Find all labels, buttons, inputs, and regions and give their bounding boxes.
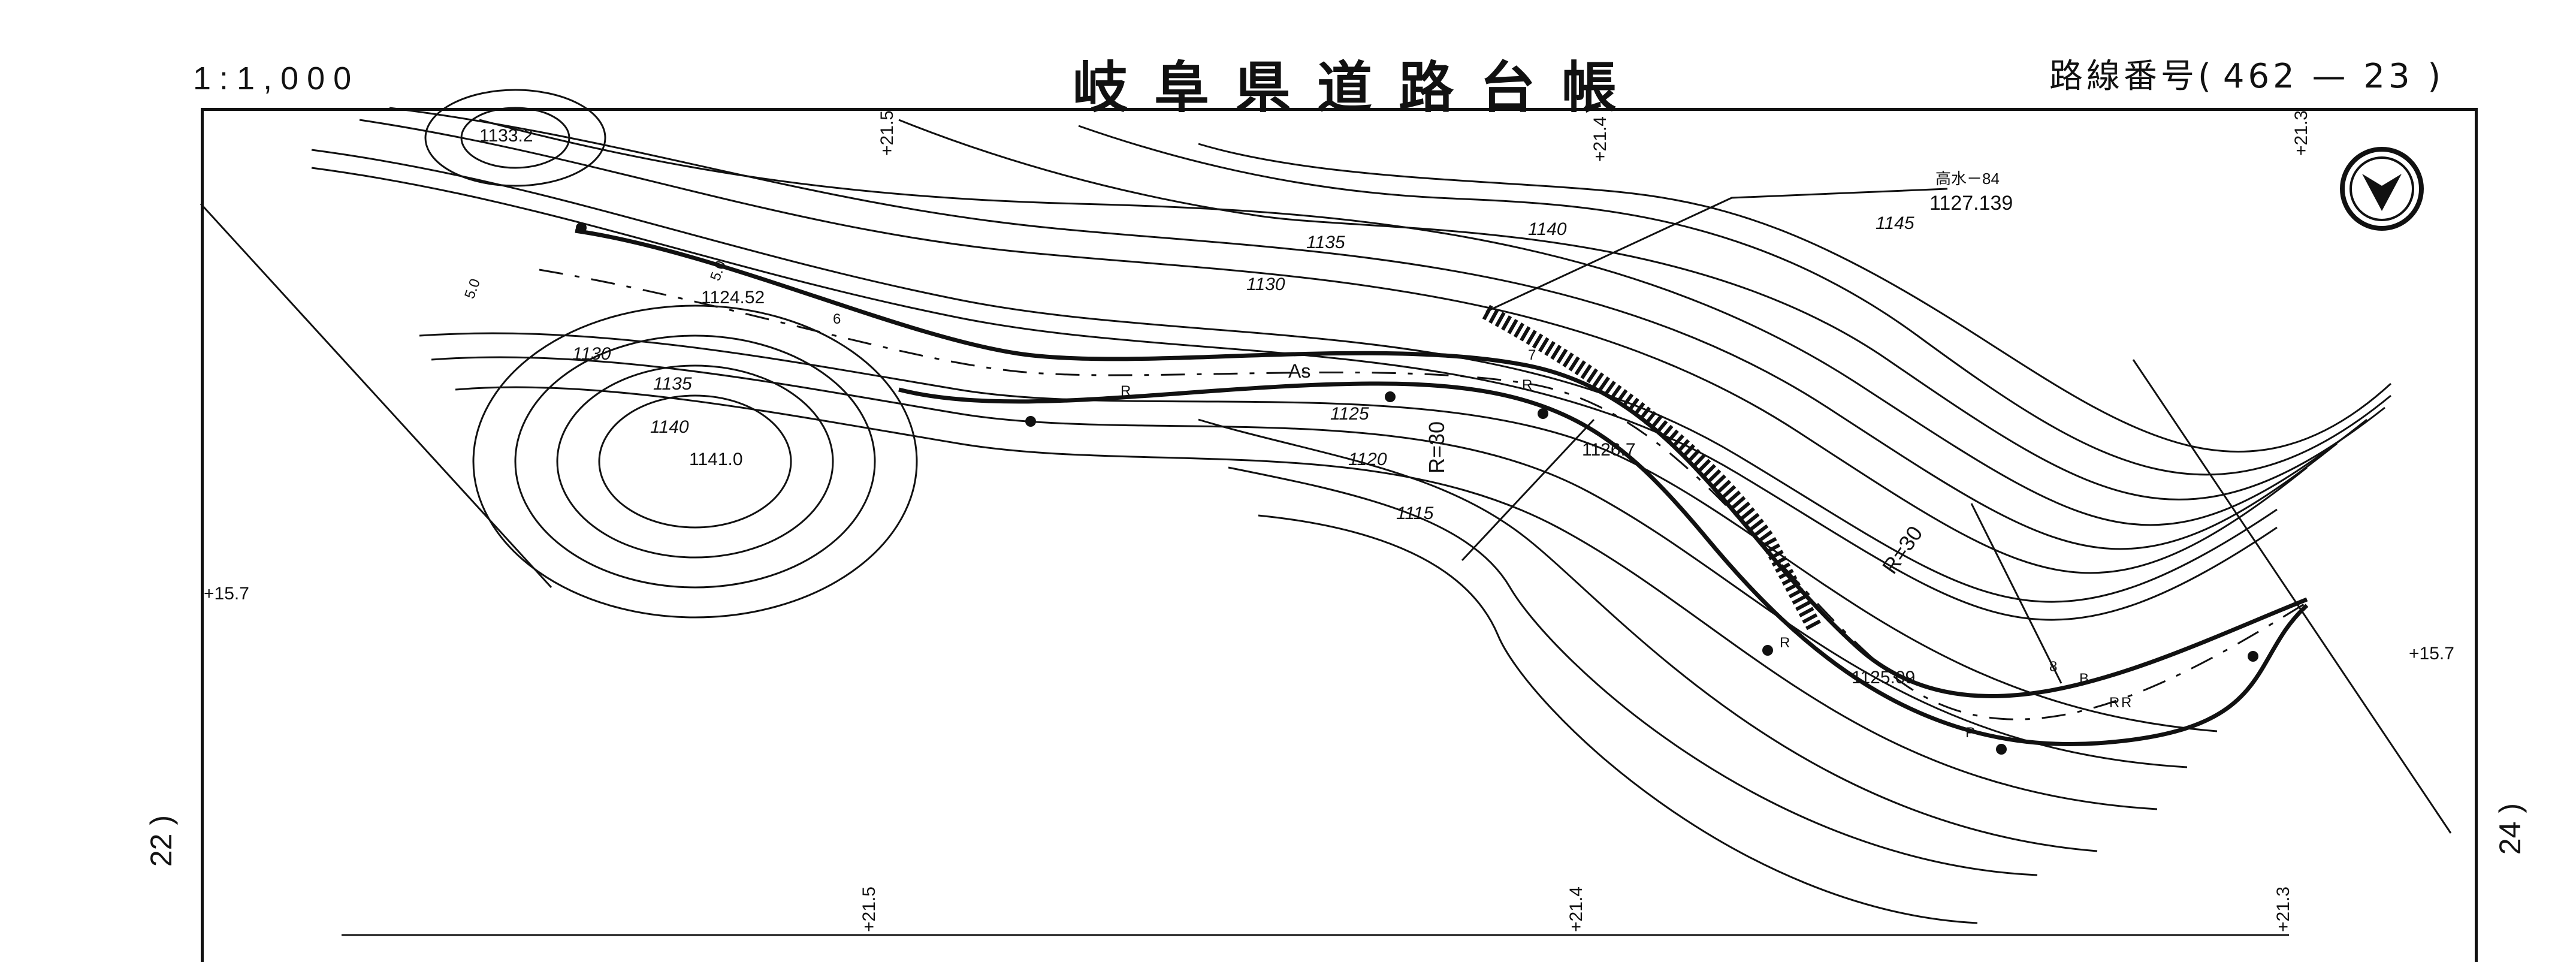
survey-points bbox=[576, 222, 2258, 755]
contour-label: 1140 bbox=[650, 417, 689, 437]
contour-label: 1130 bbox=[572, 344, 611, 364]
road-mark: 5.0 bbox=[461, 276, 484, 301]
road-mark: P bbox=[1965, 725, 1975, 741]
topographic-map: 1133.2 1124.52 1141.0 1126.7 1125.09 113… bbox=[200, 89, 2454, 936]
curve-radius-label: R=30 bbox=[1424, 421, 1449, 474]
road-mark: R bbox=[1780, 635, 1790, 651]
benchmark-value: 1127.139 bbox=[1929, 192, 2013, 215]
contour-label: 1135 bbox=[1306, 233, 1345, 252]
benchmark-leader bbox=[1485, 188, 1948, 313]
road-centerline bbox=[539, 269, 2308, 720]
map-scale: 1:1,000 bbox=[193, 61, 360, 96]
elevation-mark: +21.4 bbox=[1566, 886, 1586, 932]
route-prefix: 路線番号( bbox=[2049, 57, 2215, 96]
road-mark: 7 bbox=[1528, 347, 1536, 363]
road-mark: R bbox=[2121, 695, 2131, 711]
spot-height-label: 1133.2 bbox=[479, 126, 533, 146]
north-arrow-icon bbox=[2340, 147, 2424, 231]
road-mark: B bbox=[2079, 671, 2089, 687]
map-frame bbox=[201, 108, 2478, 962]
road-mark: R bbox=[1522, 377, 1532, 393]
elevation-mark: +21.5 bbox=[859, 886, 879, 932]
road-mark: R bbox=[2109, 695, 2119, 711]
elevation-mark: +15.7 bbox=[2409, 644, 2454, 664]
contour-label: 1135 bbox=[653, 374, 692, 394]
spot-height-label: 1126.7 bbox=[1582, 440, 1636, 460]
spot-height-label: 1125.09 bbox=[1852, 668, 1915, 687]
spot-height-label: 1141.0 bbox=[689, 450, 743, 469]
contour-label: 1125 bbox=[1330, 404, 1369, 424]
retaining-wall bbox=[1482, 304, 1823, 634]
road-mark: 8 bbox=[2049, 659, 2057, 675]
contour-label: 1140 bbox=[1528, 219, 1567, 239]
elevation-mark: +15.7 bbox=[204, 584, 249, 604]
elevation-mark: +21.4 bbox=[1590, 116, 1610, 162]
road-edges bbox=[575, 228, 2309, 746]
contour-lines bbox=[311, 89, 2392, 924]
contour-label: 1145 bbox=[1876, 213, 1914, 233]
surface-type-label: As bbox=[1288, 360, 1310, 382]
elevation-mark: +21.5 bbox=[877, 110, 897, 156]
section-boundaries bbox=[200, 203, 2452, 834]
contour-label: 1120 bbox=[1348, 450, 1387, 469]
contour-label: 1115 bbox=[1396, 503, 1434, 523]
benchmark-name: 高水－84 bbox=[1935, 170, 2000, 188]
spot-height-label: 1124.52 bbox=[701, 288, 765, 307]
road-mark: R bbox=[1121, 383, 1131, 399]
curve-radius-label: R=30 bbox=[1877, 521, 1928, 578]
road-mark: 6 bbox=[833, 311, 841, 327]
route-number: 路線番号(462 — 23 ) bbox=[2049, 49, 2444, 98]
elevation-mark: +21.3 bbox=[2291, 110, 2311, 156]
route-number-value: 462 — 23 ) bbox=[2222, 57, 2445, 96]
contour-label: 1130 bbox=[1246, 275, 1285, 294]
elevation-mark: +21.3 bbox=[2273, 886, 2293, 932]
